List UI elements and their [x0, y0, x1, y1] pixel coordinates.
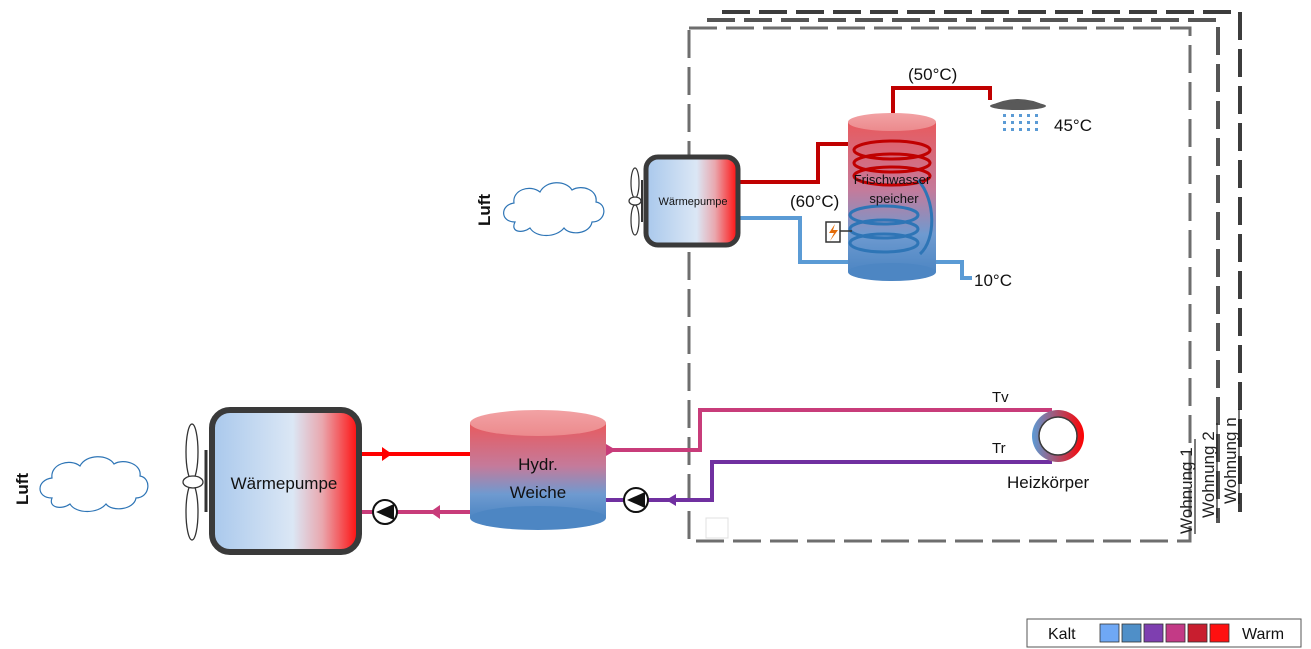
legend-cold-label: Kalt: [1048, 626, 1076, 643]
legend-swatch: [1099, 623, 1120, 643]
apartment-frames: [687, 10, 1242, 543]
small-heat-pump: Wärmepumpe: [643, 154, 741, 248]
luft-label-small: Luft: [475, 194, 494, 226]
return-pipe-from-radiator: [606, 460, 1052, 502]
tr-label: Tr: [992, 440, 1006, 457]
pump-icon-secondary: [623, 487, 649, 513]
frame-apartment-1: [687, 26, 1192, 543]
pump-icon-primary: [372, 499, 398, 525]
small-heat-pump-label: Wärmepumpe: [658, 196, 727, 208]
supply-pipe-to-radiator: [606, 408, 1052, 452]
radiator-icon: [1032, 410, 1084, 462]
large-fan-icon: [182, 423, 208, 541]
apartment-1-label: Wohnung 1: [1177, 447, 1196, 534]
flow-arrow-supply-2: [606, 444, 616, 456]
apartment-2-label: Wohnung 2: [1199, 431, 1218, 518]
temp-shower-supply: (50°C): [908, 65, 957, 84]
flow-arrow-return-2: [666, 494, 676, 506]
radiator-label: Heizkörper: [1007, 473, 1090, 492]
large-heat-pump-label: Wärmepumpe: [231, 474, 338, 493]
temp-shower: 45°C: [1054, 116, 1092, 135]
placeholder-box: [705, 517, 729, 539]
shower-icon: [990, 99, 1046, 131]
luft-label-large: Luft: [13, 473, 32, 505]
cold-pipe-inlet: [936, 260, 972, 280]
tv-label: Tv: [992, 389, 1009, 406]
small-fan-icon: [628, 167, 643, 236]
temp-cold-inlet: 10°C: [974, 271, 1012, 290]
legend-swatch: [1121, 623, 1142, 643]
legend-swatch: [1165, 623, 1186, 643]
weiche-label-line2: Weiche: [510, 483, 566, 502]
legend-swatches: [1099, 623, 1230, 643]
hot-pipe-to-shower: [891, 86, 992, 120]
large-cloud-icon: [39, 456, 149, 513]
fresh-water-storage: Frischwasser speicher: [848, 113, 936, 281]
cold-pipe-storage-to-hp: [740, 216, 880, 264]
electric-heater-icon: [825, 221, 852, 243]
flow-arrow-supply-1: [382, 447, 392, 461]
legend-swatch: [1187, 623, 1208, 643]
apartment-n-label: Wohnung n: [1221, 417, 1240, 504]
temp-storage: (60°C): [790, 192, 839, 211]
legend-swatch: [1209, 623, 1230, 643]
legend-warm-label: Warm: [1242, 626, 1284, 643]
flow-arrow-return-1: [430, 505, 440, 519]
small-cloud-icon: [503, 182, 605, 237]
large-heat-pump: Wärmepumpe: [209, 407, 362, 555]
storage-label-line1: Frischwasser: [854, 172, 931, 187]
legend-swatch: [1143, 623, 1164, 643]
hydraulic-separator: Hydr. Weiche: [470, 410, 606, 530]
storage-label-line2: speicher: [869, 191, 919, 206]
frame-apartment-n: [722, 10, 1242, 512]
frame-apartment-2: [707, 18, 1220, 523]
color-legend: Kalt Warm: [1026, 618, 1302, 648]
weiche-label-line1: Hydr.: [518, 455, 558, 474]
